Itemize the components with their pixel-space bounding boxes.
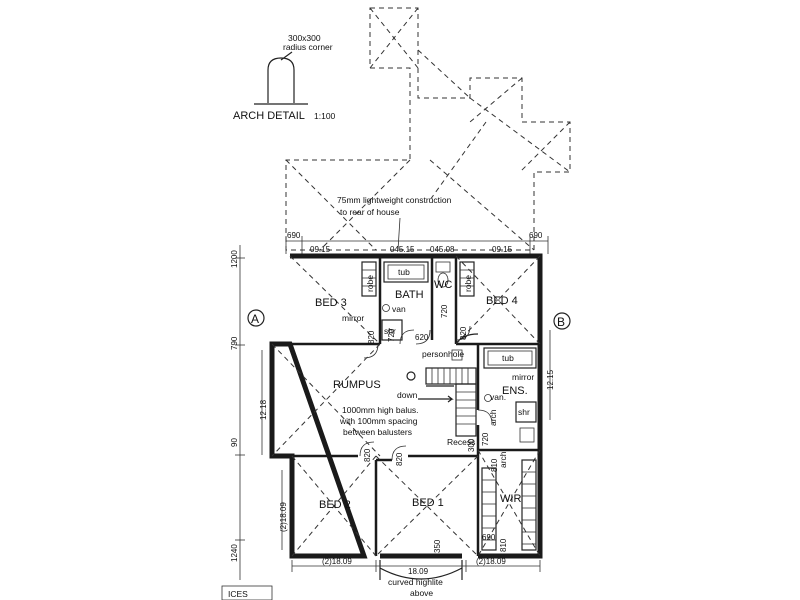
mirror-left-label: mirror [342,313,364,323]
dim-0915-right: 09.15 [492,245,513,254]
ensuite-basin [484,394,492,402]
highlite-note-line2: above [410,588,433,598]
wir-shelving [481,459,537,551]
down-label: down [397,390,418,400]
dim-690-top-right: 690 [529,231,543,240]
highlite-note-line1: curved highlite [388,577,443,587]
dim-2-1809-bottom-right: (2)18.09 [476,557,506,566]
robe-left-label: robe [365,275,375,292]
van-bath-label: van [392,304,406,314]
dim-720-c: 720 [481,432,490,446]
room-wir: WIR [500,493,521,505]
arch-wir-label: arch [498,451,508,468]
lightweight-leader [397,217,401,251]
lightweight-note-line1: 75mm lightweight construction [337,195,452,205]
top-dimensions: 690 690 09.15 045.15 045.08 09.15 [285,231,549,254]
room-bed3: BED 3 [315,297,347,309]
robe-left [361,261,377,297]
dim-1240: 1240 [230,544,239,562]
dim-1215: 12.15 [546,369,555,390]
corner-title-box [221,585,273,600]
dim-350: 350 [433,539,442,553]
dim-690-b: 690 [482,533,496,542]
dim-820-b: 820 [459,326,468,340]
tub-ensuite-label: tub [502,353,514,363]
arch-leader [280,51,293,61]
robe-right [459,261,475,297]
wc-cistern [435,261,451,273]
stair [425,367,477,437]
dim-690-top-left: 690 [287,231,301,240]
left-dimensions: 1200 790 90 1240 12.18 (2)18.09 [230,245,288,580]
arch-note-line1: 300x300 [288,33,321,43]
down-arrow [418,395,454,403]
dim-620: 620 [415,333,429,342]
bath-tub-ensuite [483,347,537,369]
balus-note-line3: between balusters [343,427,412,437]
dim-0915-left: 09.15 [310,245,331,254]
bath-tub-top [383,261,429,283]
dim-720-wc: 720 [440,304,449,318]
arch-ens-label: arch [488,409,498,426]
tub-top-label: tub [398,267,410,277]
recess-label: Recess [447,437,475,447]
dim-1200: 1200 [230,250,239,268]
dim-90: 90 [230,438,239,447]
dim-810-b: 810 [499,538,508,552]
door-swings [359,325,493,461]
corner-title-label: ICES [228,589,248,599]
bath-basin [382,304,390,312]
wc-pan [437,272,449,288]
dim-1218: 12.18 [259,399,268,420]
stair-light-symbol [406,371,416,381]
dim-790: 790 [230,336,239,350]
room-bed1: BED 1 [412,497,444,509]
dim-820-d: 820 [395,452,404,466]
ensuite-shower [515,401,537,423]
dim-1809: 18.09 [408,567,429,576]
grid-bubble-a: A [247,309,265,327]
dim-04515: 045.15 [390,245,415,254]
room-bed2: BED 2 [319,499,351,511]
dim-810: 810 [490,458,499,472]
dim-2-1809-side: (2)18.09 [279,502,288,532]
personhole-label: personhole [422,349,464,359]
grid-bubble-b-label: B [557,315,565,329]
room-wc: WC [434,279,452,291]
balus-note-line1: 1000mm high balus. [342,405,419,415]
bath-shower [381,319,403,341]
dim-820-c: 820 [363,448,372,462]
arch-detail-title: ARCH DETAIL [233,110,305,122]
dim-2-1809-bottom-left: (2)18.09 [322,557,352,566]
room-bed4: BED 4 [486,295,518,307]
robe-right-label: robe [463,275,473,292]
roof-outline [285,7,571,251]
grid-bubble-a-label: A [251,312,259,326]
balus-note-line2: with 100mm spacing [339,416,418,426]
arch-detail-scale: 1:100 [314,111,336,121]
arch-profile [267,57,295,103]
grid-bubble-b: B [553,312,571,330]
mirror-right-label: mirror [512,372,534,382]
shr-bath-label: shr [384,326,396,336]
van-ensuite-label: van. [490,392,506,402]
dim-720-b: 720 [387,328,396,342]
room-ensuite: ENS. [502,385,528,397]
room-bath: BATH [395,289,424,301]
ensuite-wc [519,427,535,443]
arch-detail: 300x300 radius corner ARCH DETAIL 1:100 [233,33,336,122]
arch-note-line2: radius corner [283,42,333,52]
dim-04508: 045.08 [430,245,455,254]
shr-ensuite-label: shr [518,407,530,417]
bottom-dimensions: (2)18.09 (2)18.09 18.09 [291,557,541,576]
dim-820-a: 820 [367,330,376,344]
room-rumpus: RUMPUS [333,379,381,391]
lightweight-note-line2: to rear of house [340,207,400,217]
dim-300: 300 [467,438,476,452]
interior-walls [290,256,540,556]
personhole-hatch [451,349,463,361]
